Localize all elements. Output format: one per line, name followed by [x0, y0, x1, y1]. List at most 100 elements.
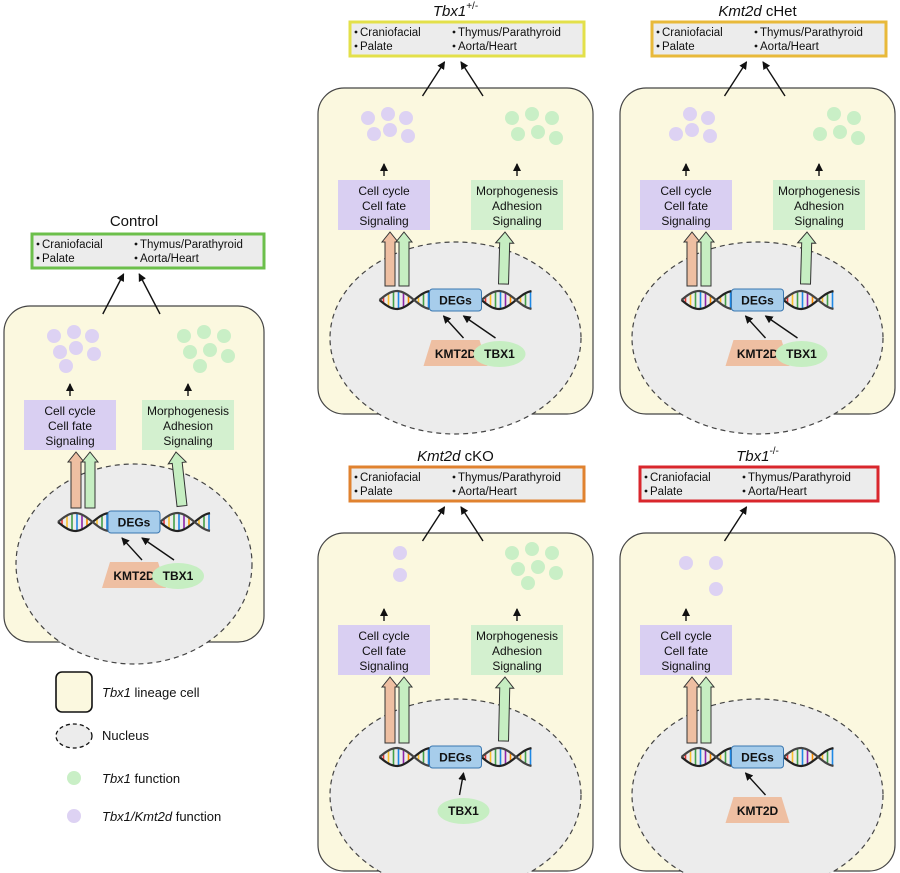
- dna-strand: [782, 290, 834, 311]
- tbx1-kmt2d-product-dot: [383, 123, 397, 137]
- bullet-icon: [754, 44, 758, 48]
- phenotype-item: Palate: [650, 486, 683, 498]
- purple-function-label: Cell cycle: [44, 404, 96, 418]
- purple-function-box: [24, 400, 116, 450]
- dna-strand: [782, 289, 834, 310]
- tbx1-binding-arrow: [764, 315, 798, 339]
- tbx1-upregulation-arrow: [696, 231, 716, 287]
- phenotype-box: [348, 20, 586, 58]
- output-arrow: [460, 506, 484, 542]
- dna-helix: [378, 746, 532, 768]
- tbx1-binding-arrow: [141, 537, 175, 561]
- green-function-box: [471, 625, 563, 675]
- panel-title-label: cHet: [762, 3, 798, 20]
- dna-strand: [782, 746, 834, 767]
- purple-function-label: Cell fate: [664, 199, 708, 213]
- bullet-icon: [742, 475, 746, 479]
- tbx1-binding-arrow: [458, 772, 467, 796]
- kmt2d-upregulation-arrow: [682, 231, 702, 287]
- panel-title-gene: Tbx1: [736, 448, 769, 465]
- phenotype-box: [650, 20, 888, 58]
- kmt2d-protein: [102, 562, 166, 588]
- kmt2d-protein: [423, 340, 488, 366]
- purple-function-label: Signaling: [359, 659, 408, 673]
- purple-function-label: Signaling: [661, 659, 710, 673]
- output-arrow: [723, 61, 748, 97]
- phenotype-item: Aorta/Heart: [458, 486, 518, 498]
- tbx1-kmt2d-product-dot: [367, 127, 381, 141]
- panel-title-genotype: -/-: [769, 446, 778, 457]
- tbx1-product-dot: [197, 325, 211, 339]
- panel-title: Kmt2d cKO: [417, 448, 494, 465]
- dna-strand: [378, 289, 430, 310]
- dna-strand: [680, 746, 732, 767]
- phenotype-item: Palate: [42, 253, 75, 265]
- tbx1-target-arrow: [796, 231, 817, 285]
- phenotype-box: [348, 465, 586, 503]
- tbx1-kmt2d-product-dot: [685, 123, 699, 137]
- tbx1-kmt2d-product-dot: [67, 325, 81, 339]
- tbx1-product-dot: [177, 329, 191, 343]
- legend-dual-dot: [67, 809, 81, 823]
- green-function-box: [471, 180, 563, 230]
- panel-title-gene: Kmt2d: [718, 3, 762, 20]
- dna-helix: [680, 289, 834, 311]
- panel-title: Control: [110, 213, 158, 230]
- kmt2d-binding-arrow: [744, 315, 767, 339]
- purple-function-label: Cell fate: [362, 199, 406, 213]
- green-function-box: [773, 180, 865, 230]
- purple-function-label: Cell fate: [362, 644, 406, 658]
- tbx1-upregulation-arrow: [394, 676, 414, 744]
- green-function-label: Signaling: [163, 434, 212, 448]
- phenotype-item: Aorta/Heart: [140, 253, 200, 265]
- panel-control: ControlCraniofacialPalateThymus/Parathyr…: [3, 213, 266, 665]
- kmt2d-upregulation-arrow: [380, 676, 400, 744]
- phenotype-item: Palate: [360, 41, 393, 53]
- dna-strand: [378, 747, 430, 768]
- legend-text: lineage cell: [131, 685, 200, 700]
- tbx1-target-arrow: [494, 231, 515, 285]
- panel-title-genotype: +/-: [466, 1, 478, 12]
- tbx1-product-dot: [511, 127, 525, 141]
- green-function-label: Signaling: [492, 214, 541, 228]
- tbx1-kmt2d-product-dot: [669, 127, 683, 141]
- purple-function-box: [640, 180, 732, 230]
- panel-title: Kmt2d cHet: [718, 3, 797, 20]
- nucleus: [329, 241, 582, 435]
- tbx1-label: TBX1: [786, 347, 817, 361]
- tbx1-kmt2d-product-dot: [361, 111, 375, 125]
- phenotype-item: Palate: [360, 486, 393, 498]
- phenotype-item: Craniofacial: [662, 27, 723, 39]
- kmt2d-label: KMT2D: [435, 347, 477, 361]
- legend-text: function: [172, 809, 221, 824]
- kmt2d-binding-arrow: [744, 772, 767, 796]
- green-function-label: Adhesion: [492, 644, 542, 658]
- tbx1-label: TBX1: [484, 347, 515, 361]
- legend-cell-swatch: [55, 671, 93, 713]
- legend-gene: Tbx1/Kmt2d: [102, 809, 173, 824]
- degs-label: DEGs: [439, 294, 472, 308]
- phenotype-item: Thymus/Parathyroid: [458, 472, 561, 484]
- degs-label: DEGs: [741, 294, 774, 308]
- kmt2d-binding-arrow: [442, 315, 465, 339]
- dna-strand: [680, 290, 732, 311]
- tbx1-target-arrow: [167, 451, 188, 508]
- purple-function-label: Cell cycle: [660, 629, 712, 643]
- panel-tbx1-het: Tbx1+/-CraniofacialPalateThymus/Parathyr…: [317, 1, 594, 435]
- tbx1-product-dot: [531, 560, 545, 574]
- output-arrow: [421, 506, 446, 542]
- output-arrow: [723, 506, 748, 542]
- phenotype-item: Aorta/Heart: [760, 41, 820, 53]
- bullet-icon: [452, 44, 456, 48]
- tbx1-product-dot: [545, 111, 559, 125]
- tbx1-product-dot: [193, 359, 207, 373]
- degs-box: [731, 288, 784, 312]
- green-function-label: Morphogenesis: [778, 184, 860, 198]
- bullet-icon: [354, 489, 358, 493]
- phenotype-box: [30, 232, 266, 270]
- legend-text: function: [131, 771, 180, 786]
- phenotype-item: Craniofacial: [42, 239, 103, 251]
- bullet-icon: [36, 242, 40, 246]
- legend-cell-label: Tbx1 lineage cell: [102, 685, 200, 700]
